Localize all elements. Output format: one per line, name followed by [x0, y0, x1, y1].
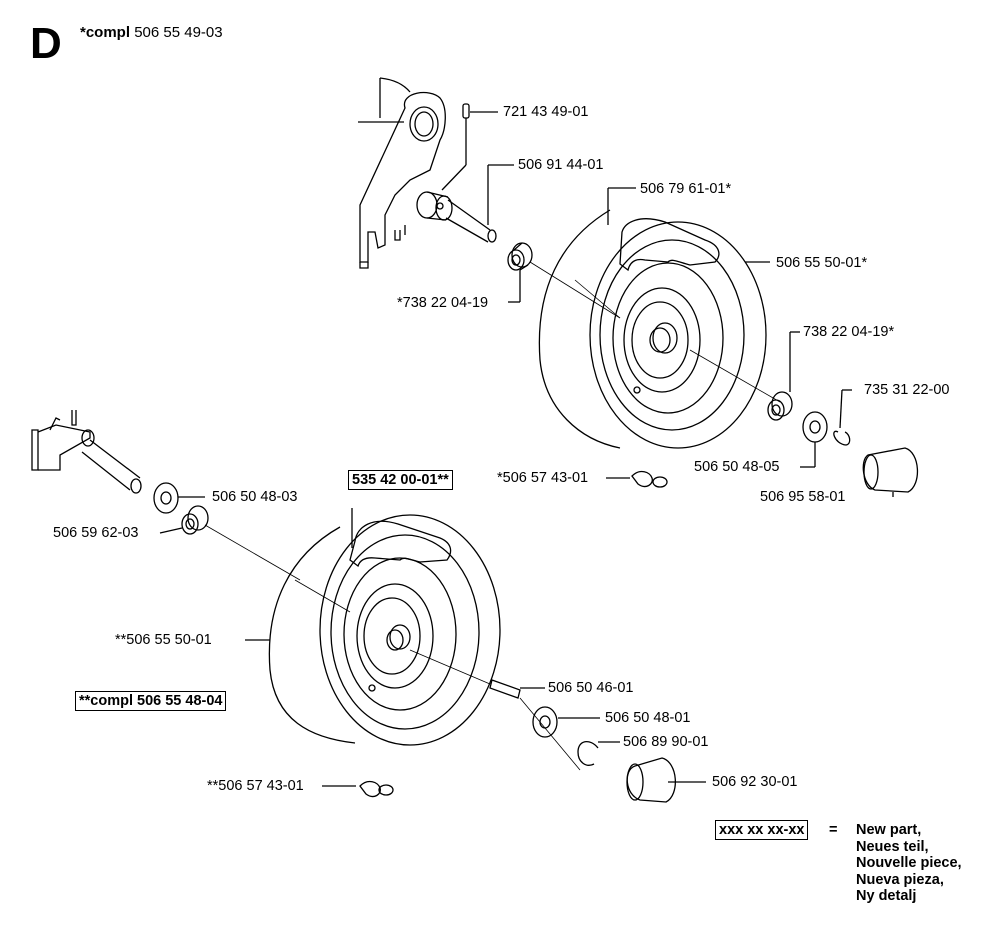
- compl-number: 506 55 49-03: [134, 24, 223, 41]
- legend-equals: =: [829, 822, 838, 838]
- label-valve-lower: **506 57 43-01: [207, 778, 304, 794]
- legend-list: New part, Neues teil, Nouvelle piece, Nu…: [856, 822, 962, 905]
- frame-lower: [31, 410, 142, 494]
- label-valve-upper: *506 57 43-01: [497, 470, 589, 486]
- bushing-upper-left: [507, 242, 533, 271]
- clip-lower: [577, 741, 599, 766]
- label-new-assembly: 535 42 00-01**: [348, 470, 453, 490]
- label-cap-lower: 506 92 30-01: [712, 774, 798, 790]
- label-key-lower: 506 50 46-01: [548, 680, 634, 696]
- legend-line: Ny detalj: [856, 888, 917, 904]
- valve-lower: [359, 780, 394, 798]
- pin-part: [462, 103, 470, 119]
- wheel-upper: [538, 209, 767, 449]
- label-washer-upper: 506 50 48-05: [694, 459, 780, 475]
- label-washer-lower-right: 506 50 48-01: [605, 710, 691, 726]
- compl-prefix: *compl: [80, 24, 131, 41]
- legend-line: New part,: [856, 822, 922, 838]
- label-cap-upper: 506 95 58-01: [760, 489, 846, 505]
- label-compl-lower: **compl 506 55 48-04: [75, 691, 227, 711]
- label-tire-lower: **506 55 50-01: [115, 632, 212, 648]
- label-tire-upper: 506 55 50-01*: [776, 255, 868, 271]
- label-rim-upper: 506 79 61-01*: [640, 181, 732, 197]
- legend-box: xxx xx xx-xx: [715, 820, 809, 840]
- label-bushing-lower: 506 59 62-03: [53, 525, 139, 541]
- clip-upper: [833, 430, 851, 446]
- bushing-upper-right: [767, 391, 793, 421]
- washer-lower-left: [153, 482, 179, 514]
- legend-line: Neues teil,: [856, 838, 929, 855]
- cap-lower: [626, 757, 677, 803]
- label-pin: 721 43 49-01: [503, 104, 589, 120]
- label-washer-lower-left: 506 50 48-03: [212, 489, 298, 505]
- bushing-lower: [181, 505, 209, 535]
- axle-upper: [416, 191, 497, 243]
- label-clip-upper: 735 31 22-00: [864, 382, 950, 398]
- cap-upper: [862, 447, 919, 493]
- label-bushing-upper-right: 738 22 04-19*: [803, 324, 895, 340]
- valve-upper: [631, 470, 668, 488]
- washer-lower-right: [532, 706, 558, 738]
- label-axle-upper: 506 91 44-01: [518, 157, 604, 173]
- label-bushing-upper-left: *738 22 04-19: [397, 295, 489, 311]
- legend-line: Nouvelle piece,: [856, 855, 962, 871]
- key-lower: [489, 679, 521, 699]
- label-clip-lower: 506 89 90-01: [623, 734, 709, 750]
- compl-title: *compl 506 55 49-03: [80, 24, 223, 41]
- washer-upper: [802, 411, 828, 443]
- wheel-lower: [268, 514, 501, 746]
- legend-line: Nueva pieza,: [856, 871, 944, 888]
- frame-bracket: [358, 77, 446, 269]
- section-letter: D: [30, 19, 62, 68]
